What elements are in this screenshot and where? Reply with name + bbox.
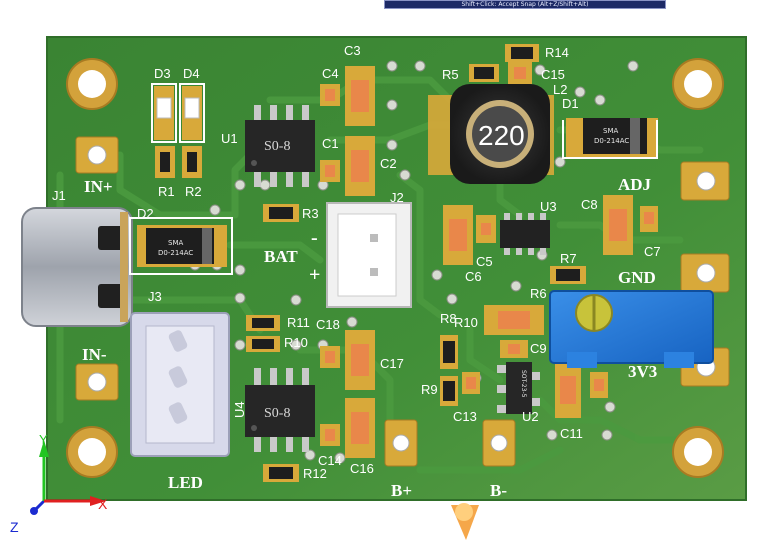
label-in-plus: IN+	[84, 177, 113, 196]
inductor-value: 220	[478, 120, 525, 151]
svg-text:R3: R3	[302, 206, 319, 221]
battery-connector	[326, 202, 412, 308]
silkscreen-outlines	[129, 83, 658, 275]
svg-text:C3: C3	[344, 43, 361, 58]
svg-text:R9: R9	[421, 382, 438, 397]
svg-text:D2: D2	[137, 206, 154, 221]
svg-text:R10: R10	[284, 335, 308, 350]
toolbar-hint: Shift+Click: Accept Snap (Alt+Z/Shift+Al…	[384, 0, 666, 9]
svg-text:D1: D1	[562, 96, 579, 111]
resistors	[155, 44, 586, 482]
svg-text:C8: C8	[581, 197, 598, 212]
svg-text:J2: J2	[390, 190, 404, 205]
svg-text:R10: R10	[454, 315, 478, 330]
u1-marking: S0-8	[264, 139, 290, 154]
u2-marking: SOT-23-5	[520, 370, 527, 398]
label-bat-plus: +	[309, 264, 320, 286]
diodes	[137, 86, 658, 267]
u1-chip	[245, 105, 315, 187]
svg-text:R8: R8	[440, 311, 457, 326]
svg-text:C1: C1	[322, 136, 339, 151]
led-connector	[130, 312, 230, 457]
svg-text:C5: C5	[476, 254, 493, 269]
svg-text:R12: R12	[303, 466, 327, 481]
svg-text:D3: D3	[154, 66, 171, 81]
svg-text:C9: C9	[530, 341, 547, 356]
d2-pkg-sma: SMA	[168, 239, 183, 247]
label-adj: ADJ	[618, 175, 652, 194]
svg-text:C13: C13	[453, 409, 477, 424]
svg-text:C6: C6	[465, 269, 482, 284]
label-b-minus: B-	[490, 481, 507, 500]
svg-text:U4: U4	[232, 401, 247, 418]
u4-chip	[245, 368, 315, 452]
designators: D3 D4 D1 D2 R1 R2 R3 R5 R6 R7 R8 R9 R10 …	[52, 43, 661, 481]
svg-text:C17: C17	[380, 356, 404, 371]
svg-text:R5: R5	[442, 67, 459, 82]
axis-x-label: X	[98, 496, 108, 512]
svg-text:R2: R2	[185, 184, 202, 199]
svg-text:C14: C14	[318, 453, 342, 468]
inductor-l2	[428, 84, 554, 184]
label-in-minus: IN-	[82, 345, 107, 364]
svg-text:C2: C2	[380, 156, 397, 171]
svg-text:R7: R7	[560, 251, 577, 266]
mounting-holes	[66, 58, 724, 478]
potentiometer[interactable]	[549, 290, 714, 368]
svg-text:J3: J3	[148, 289, 162, 304]
u4-marking: S0-8	[264, 406, 290, 421]
usb-c-connector	[21, 207, 133, 327]
svg-text:R11: R11	[287, 315, 310, 330]
cursor-marker	[451, 503, 479, 540]
svg-text:C11: C11	[560, 426, 583, 441]
label-bat: BAT	[264, 247, 298, 266]
svg-text:U1: U1	[221, 131, 238, 146]
d1-pkg-name: D0-214AC	[594, 137, 629, 145]
d1-pkg-sma: SMA	[603, 127, 618, 135]
u2-chip	[497, 362, 540, 414]
svg-text:J1: J1	[52, 188, 66, 203]
svg-text:R14: R14	[545, 45, 569, 60]
label-gnd: GND	[618, 268, 656, 287]
label-led: LED	[168, 473, 203, 492]
label-b-plus: B+	[391, 481, 412, 500]
svg-text:R1: R1	[158, 184, 175, 199]
svg-text:U3: U3	[540, 199, 557, 214]
svg-text:C18: C18	[316, 317, 340, 332]
edge-pads	[75, 136, 730, 467]
label-3v3: 3V3	[628, 362, 657, 381]
label-bat-minus: -	[311, 227, 318, 249]
svg-text:C7: C7	[644, 244, 661, 259]
svg-text:L2: L2	[553, 82, 567, 97]
capacitors	[320, 62, 658, 458]
axis-y-label: Y	[39, 432, 48, 447]
u3-chip	[500, 213, 550, 255]
svg-text:D4: D4	[183, 66, 200, 81]
svg-text:R6: R6	[530, 286, 547, 301]
axis-gizmo	[30, 440, 106, 515]
axis-z-label: Z	[10, 519, 19, 535]
svg-text:C4: C4	[322, 66, 339, 81]
svg-text:C16: C16	[350, 461, 374, 476]
d2-pkg-name: D0-214AC	[158, 249, 193, 257]
svg-text:U2: U2	[522, 409, 539, 424]
svg-text:C15: C15	[541, 67, 565, 82]
